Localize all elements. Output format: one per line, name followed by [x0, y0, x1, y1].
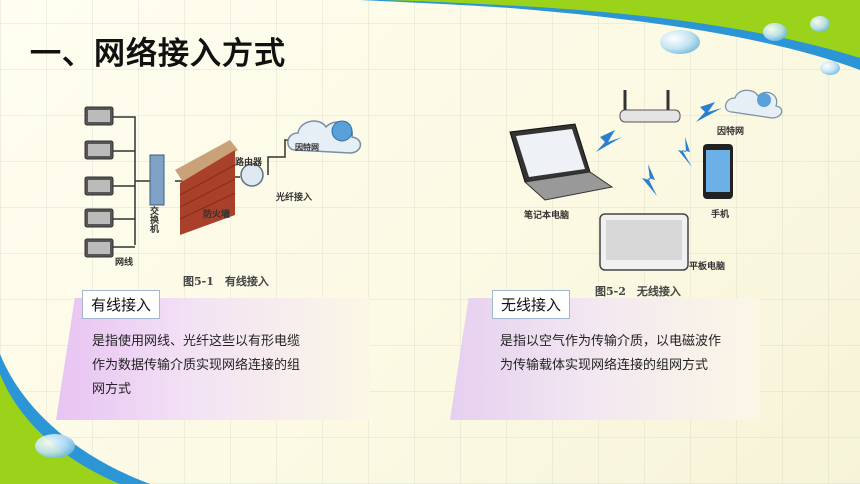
wired-figure-caption: 图5-1 有线接入 [183, 275, 269, 288]
label-switch: 交换机 [148, 206, 158, 233]
wired-panel: 有线接入 是指使用网线、光纤这些以有形电缆 作为数据传输介质实现网络连接的组 网… [56, 290, 370, 420]
label-fiber: 光纤接入 [276, 193, 313, 203]
page-title: 一、网络接入方式 [30, 36, 286, 72]
wireless-tag: 无线接入 [492, 290, 571, 319]
droplet-decoration [660, 16, 840, 75]
label-cable: 网线 [115, 258, 134, 268]
smartphone-icon [703, 144, 733, 199]
wireless-figure-caption: 图5-2 无线接入 [595, 285, 681, 298]
label-firewall: 防火墙 [203, 210, 231, 220]
router-icon [240, 163, 264, 187]
wired-tag: 有线接入 [82, 290, 161, 319]
label-phone: 手机 [711, 210, 730, 220]
switch-icon [149, 154, 165, 206]
wireless-signal-icons [596, 102, 722, 196]
wireless-panel: 无线接入 是指以空气作为传输介质，以电磁波作 为传输载体实现网络连接的组网方式 [450, 290, 760, 420]
wired-network-diagram [84, 106, 362, 258]
firewall-icon [175, 140, 238, 235]
label-router: 路由器 [235, 158, 263, 168]
label-laptop: 笔记本电脑 [524, 211, 570, 221]
label-internet-wireless: 因特网 [717, 127, 745, 137]
wireless-router-icon [619, 90, 681, 123]
top-swoosh-decoration [360, 0, 860, 70]
internet-cloud-icon [287, 120, 362, 154]
tablet-icon [599, 213, 689, 271]
internet-cloud-icon-wireless [725, 89, 783, 119]
wireless-description: 是指以空气作为传输介质，以电磁波作 为传输载体实现网络连接的组网方式 [500, 334, 722, 373]
laptop-icon [509, 123, 614, 201]
bottom-left-decoration [0, 354, 150, 484]
wired-description: 是指使用网线、光纤这些以有形电缆 作为数据传输介质实现网络连接的组 网方式 [92, 334, 301, 397]
label-tablet: 平板电脑 [689, 262, 726, 272]
wireless-network-diagram [509, 89, 783, 271]
label-internet-wired: 因特网 [295, 142, 319, 152]
